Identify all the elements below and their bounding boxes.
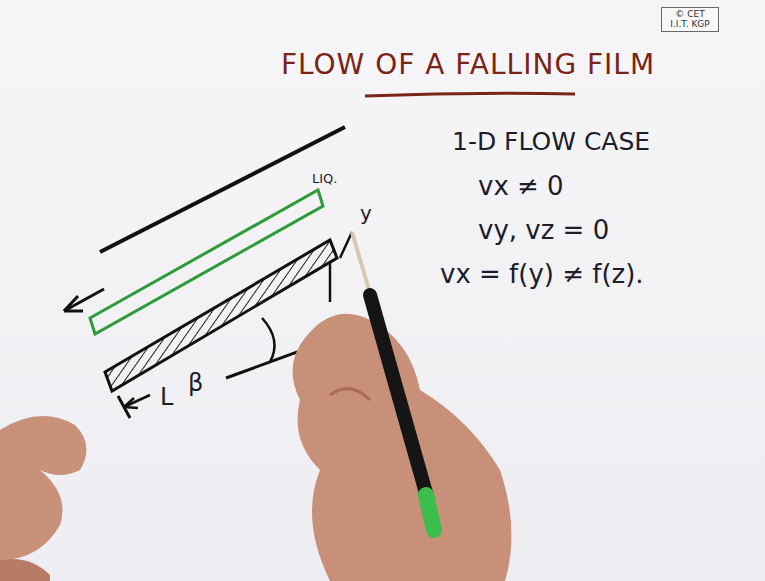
- equation: vy, vz = 0: [478, 216, 609, 245]
- pen-cap: [426, 495, 434, 530]
- vertical-line: [329, 262, 332, 302]
- y-axis: [340, 232, 352, 258]
- heading-note: 1-D FLOW CASE: [452, 128, 650, 156]
- knuckle-crease: [330, 389, 370, 400]
- equation: vx = f(y) ≠ f(z).: [440, 260, 644, 289]
- equation: vx ≠ 0: [478, 172, 564, 201]
- angle-arc: [262, 318, 275, 362]
- pen-body: [370, 295, 428, 500]
- flow-arrow: [64, 289, 104, 311]
- dimension-arrowhead: [124, 398, 138, 408]
- writing-hand: [293, 314, 512, 581]
- logo-text: © CET I.I.T. KGP: [665, 9, 715, 30]
- free-surface-line: [100, 127, 345, 252]
- angle-label: β: [188, 370, 203, 396]
- left-hand: [0, 416, 86, 560]
- title-underline: [365, 93, 575, 96]
- flow-arrowhead: [64, 296, 83, 311]
- liquid-label: LIQ.: [312, 172, 337, 186]
- axis-label: y: [360, 202, 372, 224]
- logo-box: © CET I.I.T. KGP: [661, 7, 719, 32]
- left-hand-fingers: [0, 559, 50, 581]
- slide-title: FLOW OF A FALLING FILM: [281, 50, 655, 81]
- dimension-arrow: [124, 395, 150, 407]
- length-label: L: [160, 384, 173, 410]
